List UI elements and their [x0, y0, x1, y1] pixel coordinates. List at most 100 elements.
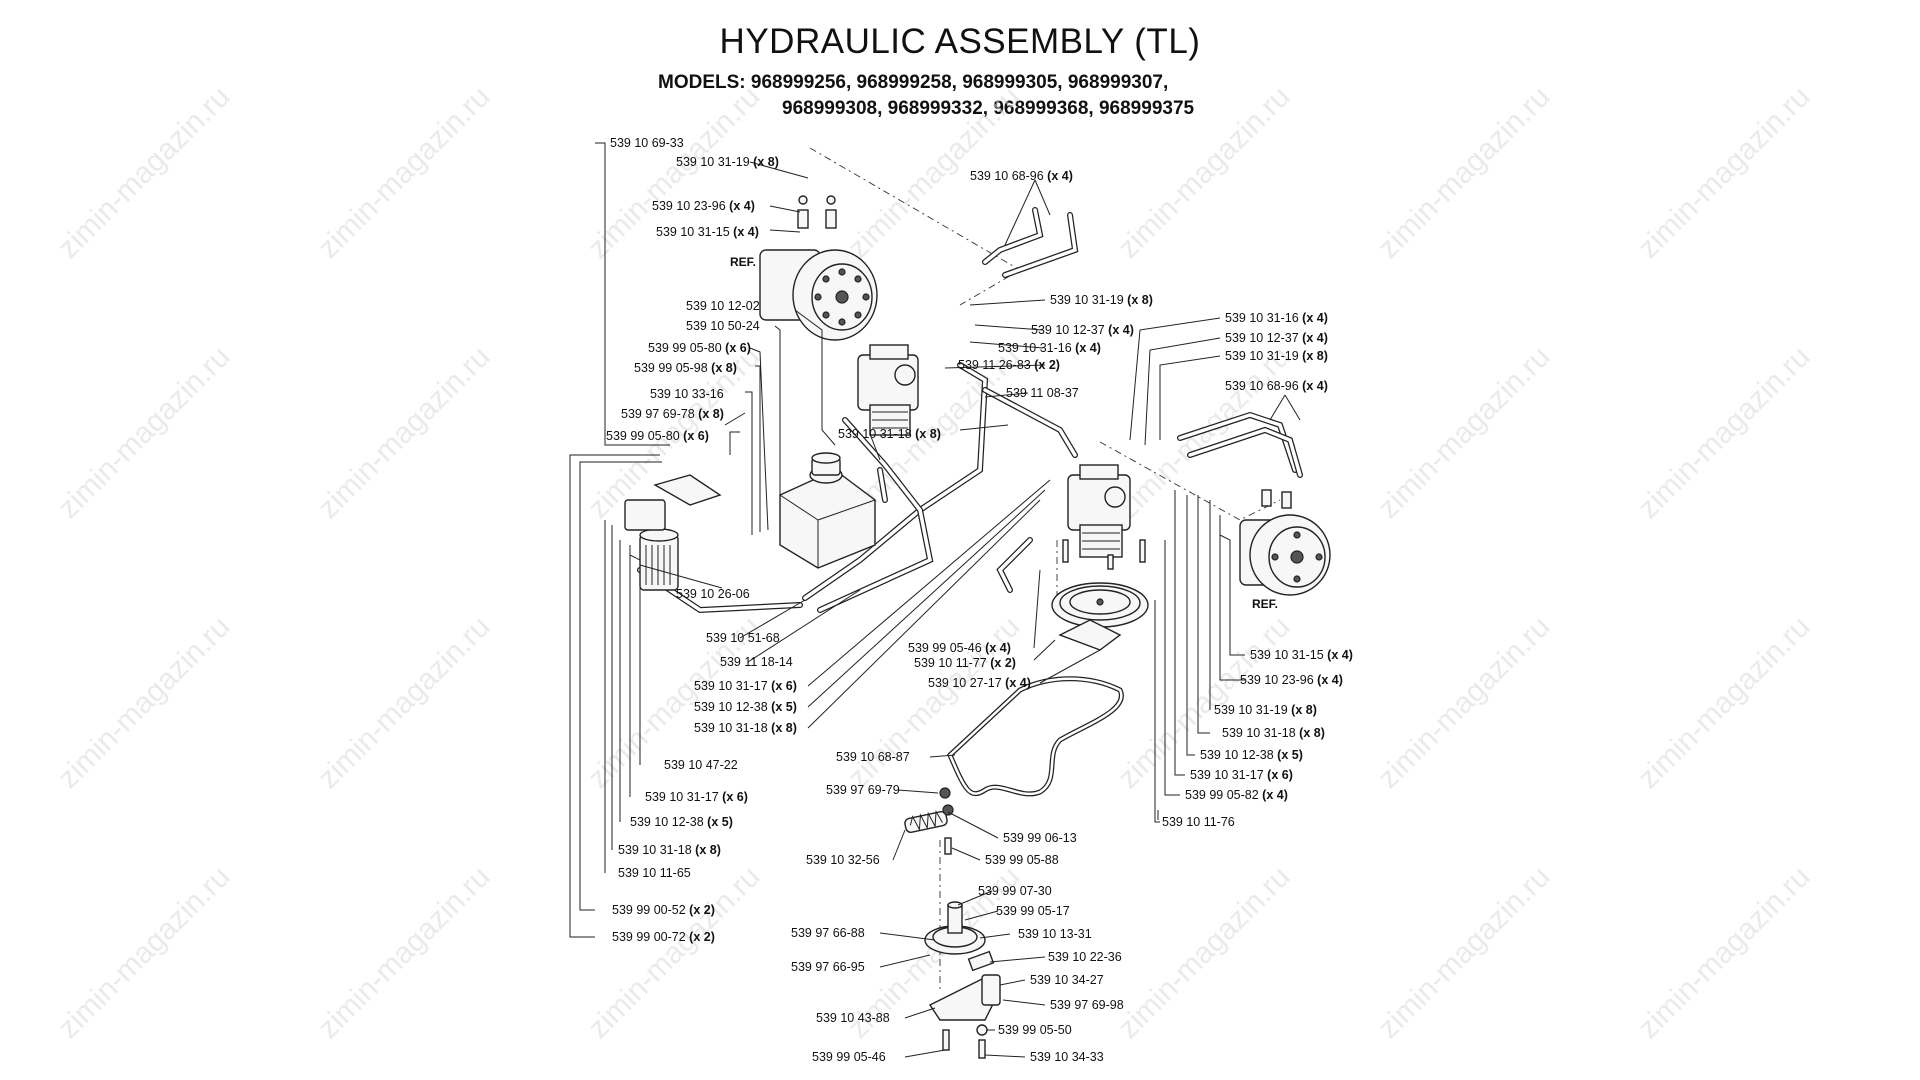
- watermark: zimin-magazin.ru: [312, 860, 497, 1045]
- quantity: (x 2): [689, 930, 715, 944]
- nut: [939, 787, 951, 799]
- quantity: (x 4): [1262, 788, 1288, 802]
- part-number: 539 10 47-22: [664, 758, 738, 772]
- callout: 539 10 26-06: [676, 587, 750, 601]
- bolt: [1062, 539, 1069, 563]
- callout: 539 99 05-80 (x 6): [606, 429, 709, 443]
- callout: 539 10 47-22: [664, 758, 738, 772]
- callout: 539 99 05-46 (x 4): [908, 641, 1011, 655]
- wheel-motor-right: [1239, 514, 1331, 596]
- hydraulic-pump-upper: [857, 344, 919, 436]
- part-number: 539 10 31-17: [645, 790, 719, 804]
- quantity: (x 8): [695, 843, 721, 857]
- part-number: 539 10 31-18: [694, 721, 768, 735]
- models-line-2: 968999308, 968999332, 968999368, 9689993…: [782, 98, 1195, 119]
- watermark: zimin-magazin.ru: [52, 610, 237, 795]
- callout: 539 97 69-79: [826, 783, 900, 797]
- quantity: (x 8): [1302, 349, 1328, 363]
- part-number: 539 99 05-98: [634, 361, 708, 375]
- part-number: 539 10 12-37: [1225, 331, 1299, 345]
- quantity: (x 5): [707, 815, 733, 829]
- part-number: 539 10 31-19: [1050, 293, 1124, 307]
- bolt: [1107, 554, 1114, 570]
- parts-drawing: [624, 147, 1331, 1059]
- quantity: (x 4): [729, 199, 755, 213]
- watermark: zimin-magazin.ru: [1112, 80, 1297, 265]
- part-number: 539 10 68-96: [1225, 379, 1299, 393]
- callout: 539 99 05-17: [996, 904, 1070, 918]
- fitting: [1261, 489, 1272, 507]
- callout: 539 99 05-80 (x 6): [648, 341, 751, 355]
- callout: 539 99 05-50: [998, 1023, 1072, 1037]
- callout: 539 99 05-82 (x 4): [1185, 788, 1288, 802]
- callout: 539 10 12-37 (x 4): [1031, 323, 1134, 337]
- callout: 539 10 34-33: [1030, 1050, 1104, 1064]
- quantity: (x 8): [753, 155, 779, 169]
- quantity: (x 4): [1075, 341, 1101, 355]
- callout: 539 10 31-19 (x 8): [676, 155, 779, 169]
- callout: 539 10 43-88: [816, 1011, 890, 1025]
- part-number: 539 99 05-80: [606, 429, 680, 443]
- part-number: 539 10 33-16: [650, 387, 724, 401]
- part-number: 539 11 18-14: [720, 655, 793, 669]
- callout: 539 97 66-95: [791, 960, 865, 974]
- bolt: [978, 1039, 986, 1059]
- part-number: 539 10 31-19: [1225, 349, 1299, 363]
- quantity: (x 4): [1302, 379, 1328, 393]
- part-number: 539 10 31-17: [1190, 768, 1264, 782]
- fitting: [1281, 491, 1292, 509]
- watermark: zimin-magazin.ru: [312, 610, 497, 795]
- watermark: zimin-magazin.ru: [1372, 80, 1557, 265]
- plate: [967, 950, 995, 972]
- part-number: 539 10 31-15: [1250, 648, 1324, 662]
- washer: [826, 195, 836, 205]
- callout: 539 97 69-98: [1050, 998, 1124, 1012]
- callout: 539 10 11-65: [618, 866, 691, 880]
- quantity: (x 6): [725, 341, 751, 355]
- hydraulic-reservoir: [779, 452, 876, 569]
- part-number: 539 10 13-31: [1018, 927, 1092, 941]
- quantity: (x 2): [990, 656, 1016, 670]
- watermark: zimin-magazin.ru: [1372, 610, 1557, 795]
- part-number: 539 10 31-19: [676, 155, 750, 169]
- idler-pulley: [924, 901, 986, 955]
- callout: 539 10 13-31: [1018, 927, 1092, 941]
- part-number: 539 97 69-78: [621, 407, 695, 421]
- watermark: zimin-magazin.ru: [52, 80, 237, 265]
- quantity: (x 8): [771, 721, 797, 735]
- callout: 539 10 31-18 (x 8): [694, 721, 797, 735]
- callout: 539 10 23-96 (x 4): [1240, 673, 1343, 687]
- tension-spring: [904, 810, 948, 833]
- watermark: zimin-magazin.ru: [1372, 340, 1557, 525]
- strap-bracket: [1058, 619, 1122, 651]
- callout: 539 10 31-17 (x 6): [694, 679, 797, 693]
- bolt: [942, 1029, 950, 1051]
- callout: 539 10 23-96 (x 4): [652, 199, 755, 213]
- hydraulic-filter: [624, 499, 679, 591]
- callout: 539 10 31-17 (x 6): [1190, 768, 1293, 782]
- washer: [798, 195, 808, 205]
- callout: 539 11 26-83 (x 2): [958, 358, 1060, 372]
- quantity: (x 4): [1005, 676, 1031, 690]
- part-number: 539 99 05-46: [908, 641, 982, 655]
- quantity: (x 5): [771, 700, 797, 714]
- part-number: 539 10 12-37: [1031, 323, 1105, 337]
- part-number: 539 99 05-46: [812, 1050, 886, 1064]
- callout: 539 10 31-19 (x 8): [1214, 703, 1317, 717]
- part-number: 539 10 12-38: [694, 700, 768, 714]
- part-number: 539 10 26-06: [676, 587, 750, 601]
- callout: 539 10 31-15 (x 4): [656, 225, 759, 239]
- callout: 539 10 33-16: [650, 387, 724, 401]
- callout: 539 10 69-33: [610, 136, 684, 150]
- quantity: (x 4): [1327, 648, 1353, 662]
- watermark: zimin-magazin.ru: [1632, 340, 1817, 525]
- part-number: 539 99 05-50: [998, 1023, 1072, 1037]
- part-number: 539 99 05-82: [1185, 788, 1259, 802]
- watermark: zimin-magazin.ru: [842, 610, 1027, 795]
- quantity: (x 4): [1047, 169, 1073, 183]
- quantity: (x 8): [711, 361, 737, 375]
- callout: 539 10 31-19 (x 8): [1050, 293, 1153, 307]
- quantity: (x 4): [1317, 673, 1343, 687]
- callout: 539 99 00-72 (x 2): [612, 930, 715, 944]
- watermark: zimin-magazin.ru: [1632, 610, 1817, 795]
